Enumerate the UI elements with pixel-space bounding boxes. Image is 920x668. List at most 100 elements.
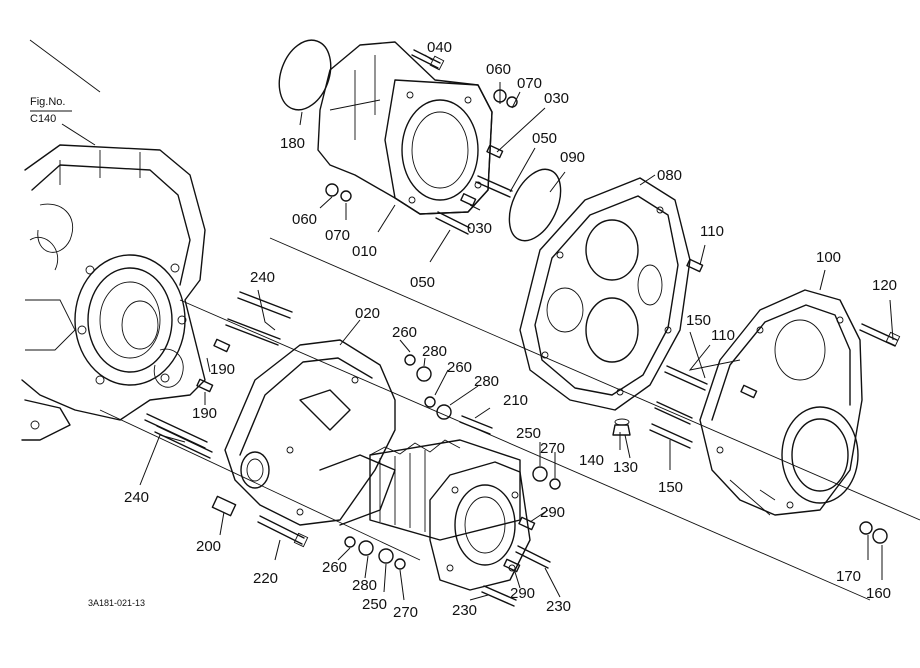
cover-100	[699, 289, 901, 544]
cover-080	[519, 177, 708, 449]
bolt-210	[459, 415, 493, 435]
label-050-top: 050	[532, 130, 557, 147]
nut-250-a	[532, 466, 548, 482]
part-labels: 040 060 070 030 180 050 090 060 070 010 …	[124, 39, 897, 621]
label-170: 170	[836, 568, 861, 585]
label-270-a: 270	[540, 440, 565, 457]
fig-ref-leader	[29, 39, 101, 93]
axis-line-bottom	[99, 409, 421, 561]
label-030-top: 030	[544, 90, 569, 107]
stud-240-top-b	[225, 318, 281, 346]
bolt-220	[257, 515, 305, 545]
pin-110-top	[686, 258, 704, 273]
label-150-top: 150	[686, 312, 711, 329]
nut-250-b	[378, 548, 394, 564]
label-060-top: 060	[486, 61, 511, 78]
pin-030-top	[486, 144, 504, 159]
label-060-left: 060	[292, 211, 317, 228]
nut-060-left	[325, 183, 339, 197]
axis-lines	[29, 39, 920, 601]
pin-030-lower	[460, 193, 477, 207]
washer-070-left	[340, 190, 352, 202]
case-020	[144, 291, 561, 607]
label-280-c: 280	[352, 577, 377, 594]
label-140: 140	[579, 452, 604, 469]
pin-290-b	[503, 558, 521, 573]
label-090: 090	[560, 149, 585, 166]
nut-280-a	[416, 366, 432, 382]
bolt-150-a	[664, 365, 708, 391]
label-030-lower: 030	[467, 220, 492, 237]
label-260-a: 260	[392, 324, 417, 341]
label-250-a: 250	[516, 425, 541, 442]
pin-190-a	[213, 338, 231, 353]
bolt-150-b	[654, 401, 693, 425]
label-290-b: 290	[510, 585, 535, 602]
label-130: 130	[613, 459, 638, 476]
nut-160	[872, 528, 888, 544]
label-010: 010	[352, 243, 377, 260]
stud-050-top	[475, 175, 513, 198]
label-250-b: 250	[362, 596, 387, 613]
label-280-a: 280	[422, 343, 447, 360]
label-080: 080	[657, 167, 682, 184]
label-260-c: 260	[322, 559, 347, 576]
label-110-top: 110	[700, 223, 724, 240]
plug-130	[612, 424, 631, 436]
label-050-lower: 050	[410, 274, 435, 291]
o-ring-180	[278, 39, 332, 111]
label-270-b: 270	[393, 604, 418, 621]
label-220: 220	[253, 570, 278, 587]
drawing-code: 3A181-021-13	[88, 598, 145, 608]
leader-lines	[139, 54, 894, 601]
label-110-right: 110	[711, 327, 735, 344]
fig-ref-line1: Fig.No.	[30, 96, 65, 108]
nut-280-c	[358, 540, 374, 556]
washer-260-c	[344, 536, 356, 548]
label-190-a: 190	[210, 361, 235, 378]
pin-110-right	[740, 384, 758, 399]
label-180: 180	[280, 135, 305, 152]
label-070-left: 070	[325, 227, 350, 244]
label-100: 100	[816, 249, 841, 266]
label-020: 020	[355, 305, 380, 322]
bolt-120	[859, 323, 898, 347]
pin-290-a	[518, 516, 536, 531]
label-150-low: 150	[658, 479, 683, 496]
pin-190-b	[196, 378, 214, 393]
label-290-a: 290	[540, 504, 565, 521]
stud-050-lower	[435, 211, 471, 235]
label-240-low: 240	[124, 489, 149, 506]
label-260-b: 260	[447, 359, 472, 376]
axis-line-lower	[179, 299, 871, 601]
plug-200	[211, 495, 237, 517]
label-210: 210	[503, 392, 528, 409]
washer-270-a	[549, 478, 561, 490]
label-120: 120	[872, 277, 897, 294]
housing-010	[278, 39, 518, 235]
washer-170	[859, 521, 873, 535]
transmission-case	[21, 144, 206, 441]
fig-ref-line2: C140	[30, 113, 56, 125]
label-230-b: 230	[452, 602, 477, 619]
label-190-b: 190	[192, 405, 217, 422]
stud-230-a	[515, 545, 551, 569]
label-160: 160	[866, 585, 891, 602]
washer-260-b	[424, 396, 436, 408]
gear-block	[369, 439, 521, 541]
washer-270-b	[394, 558, 406, 570]
nut-280-b	[436, 404, 452, 420]
axis-line-upper	[269, 237, 920, 521]
label-070-top: 070	[517, 75, 542, 92]
label-280-b: 280	[474, 373, 499, 390]
label-200: 200	[196, 538, 221, 555]
label-040: 040	[427, 39, 452, 56]
bolt-150-c	[649, 423, 693, 449]
label-230-a: 230	[546, 598, 571, 615]
label-240-top: 240	[250, 269, 275, 286]
washer-140	[614, 418, 630, 426]
o-ring-090	[508, 168, 562, 242]
stud-230-b	[481, 585, 517, 607]
